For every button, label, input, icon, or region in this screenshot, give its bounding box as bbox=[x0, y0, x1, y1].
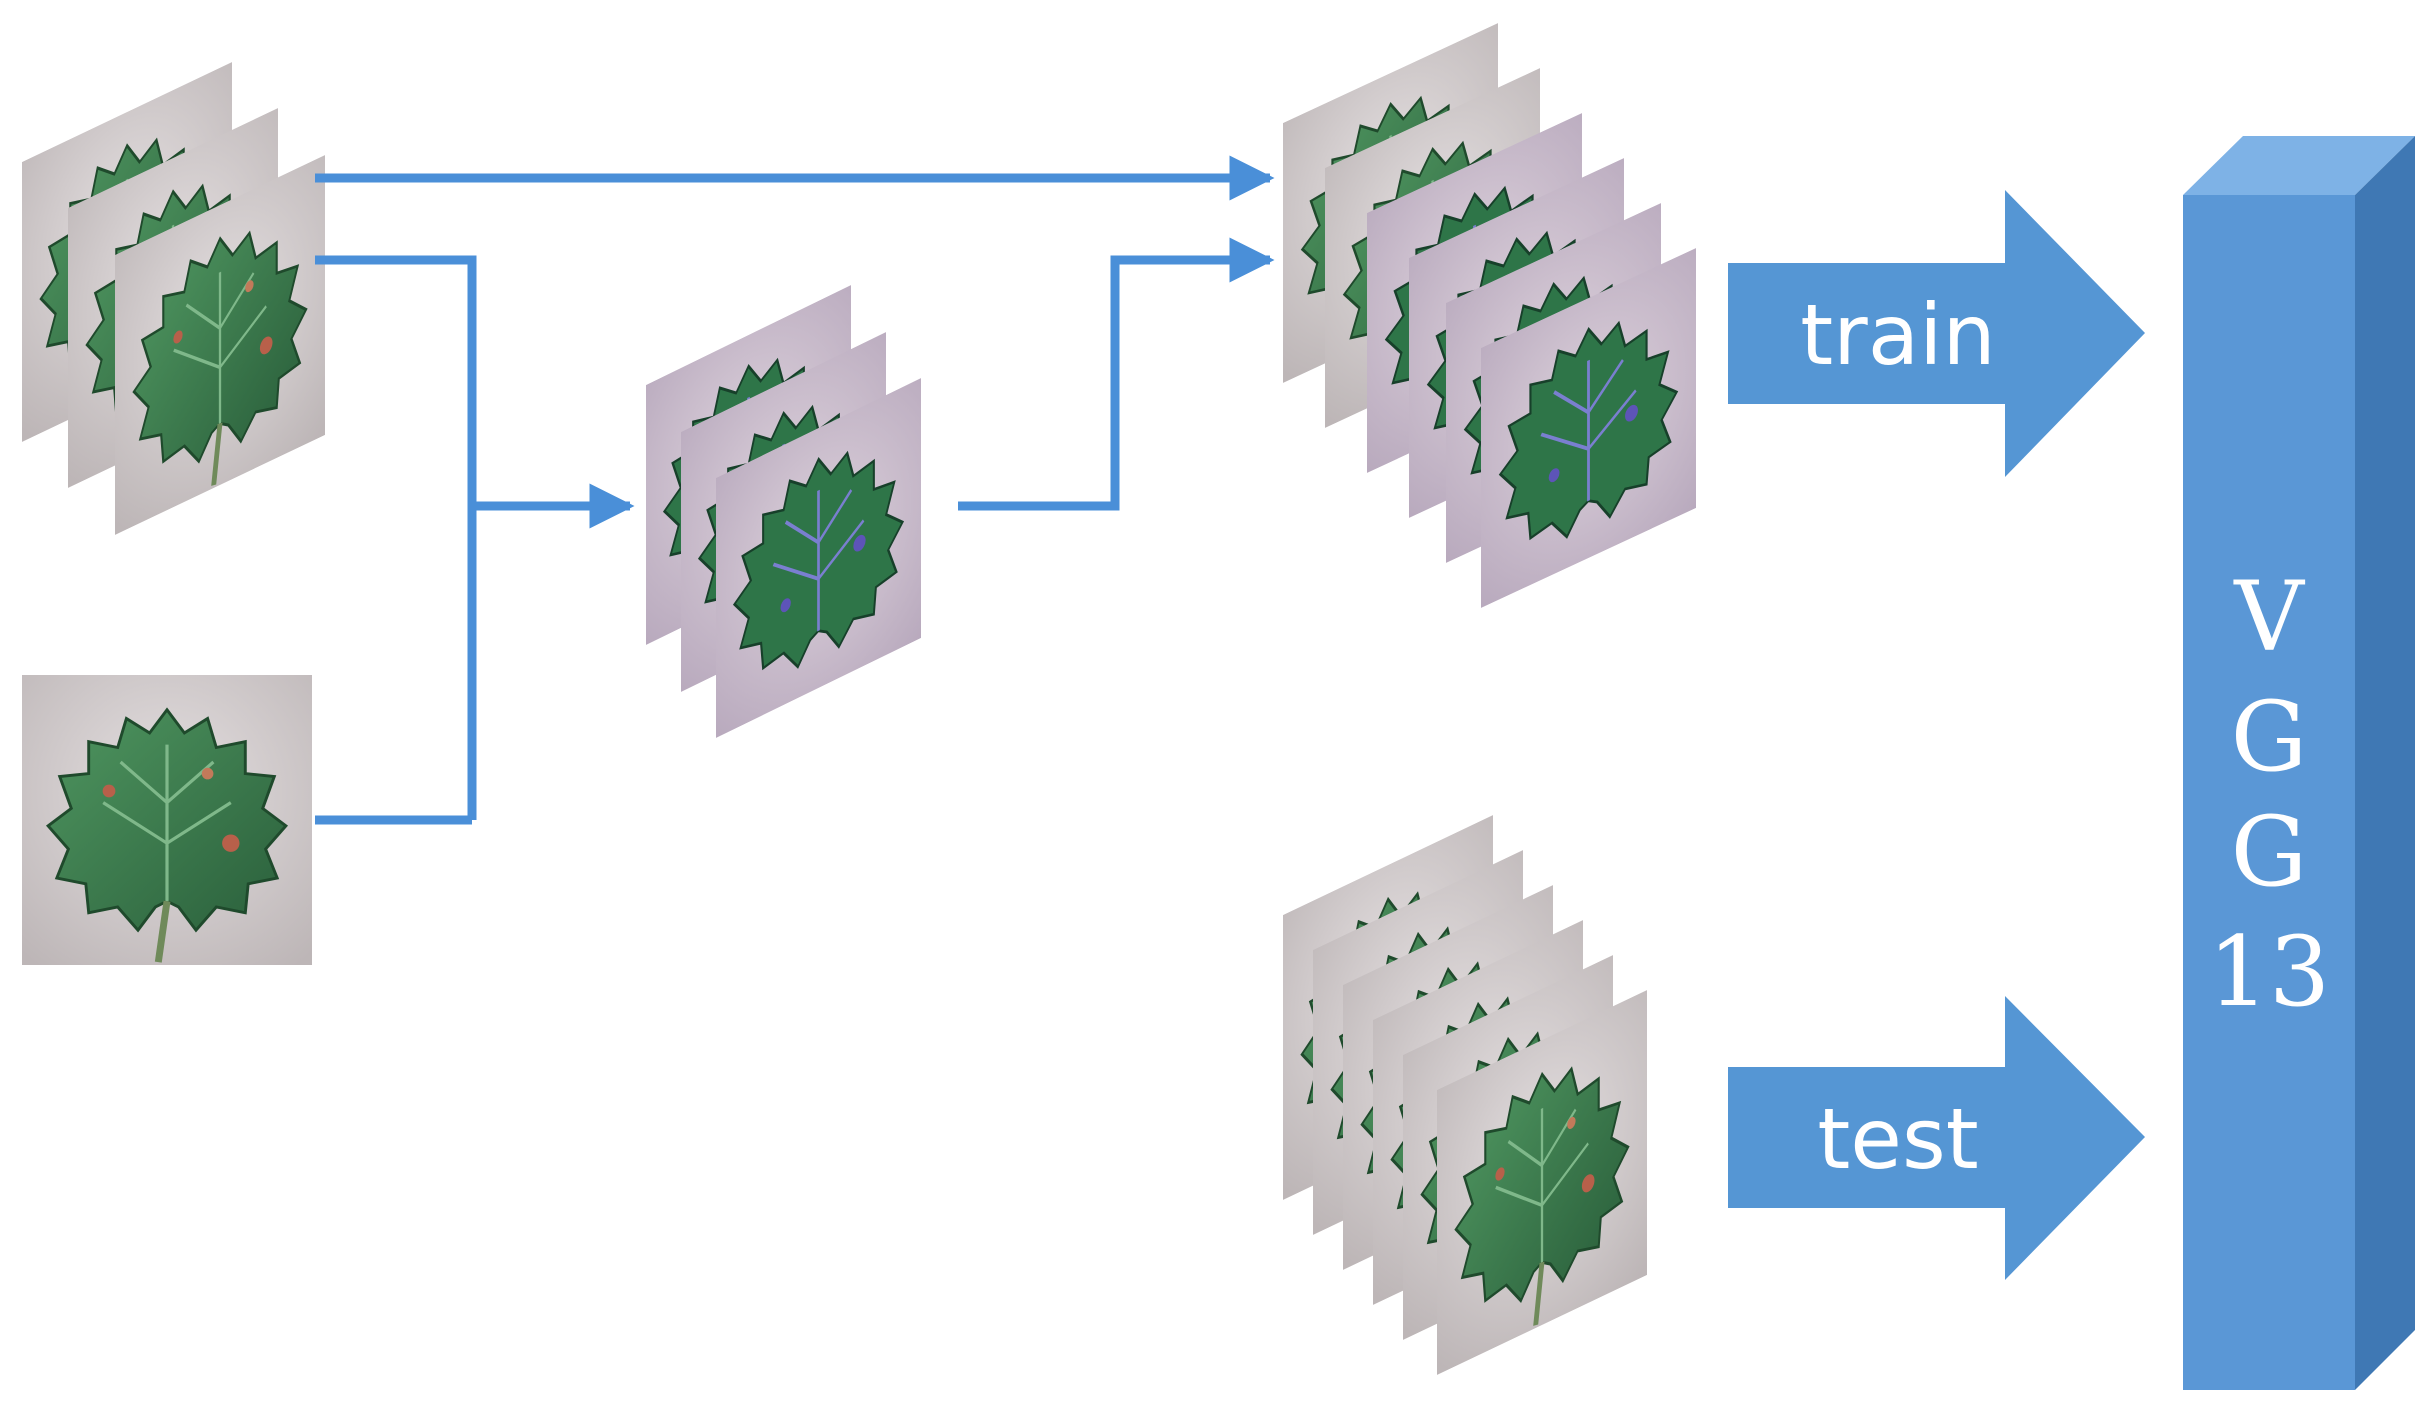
test-label: test bbox=[1817, 1090, 1978, 1188]
train-label: train bbox=[1800, 286, 1996, 384]
model-name-letter: V bbox=[2233, 561, 2305, 673]
test-photo-stack bbox=[1283, 815, 1647, 1375]
model-name-letter: G bbox=[2231, 796, 2308, 908]
training-photo-stack bbox=[1283, 23, 1696, 608]
background-photo bbox=[22, 675, 312, 965]
augmented-photo-stack bbox=[646, 285, 921, 738]
test-block-arrow: test bbox=[1728, 996, 2145, 1280]
vgg13-model-block: V G G 13 bbox=[2183, 136, 2415, 1390]
train-block-arrow: train bbox=[1728, 190, 2145, 477]
model-name-letter: G bbox=[2231, 681, 2308, 793]
model-name-letter: 13 bbox=[2208, 916, 2330, 1028]
model-block-side bbox=[2355, 136, 2415, 1390]
source-to-merge-line bbox=[315, 255, 477, 820]
source-photo-stack bbox=[22, 62, 325, 535]
model-block-top bbox=[2183, 136, 2415, 195]
augment-to-train-arrow bbox=[958, 237, 1275, 511]
connectors bbox=[315, 155, 1275, 825]
model-block-front bbox=[2183, 195, 2355, 1390]
